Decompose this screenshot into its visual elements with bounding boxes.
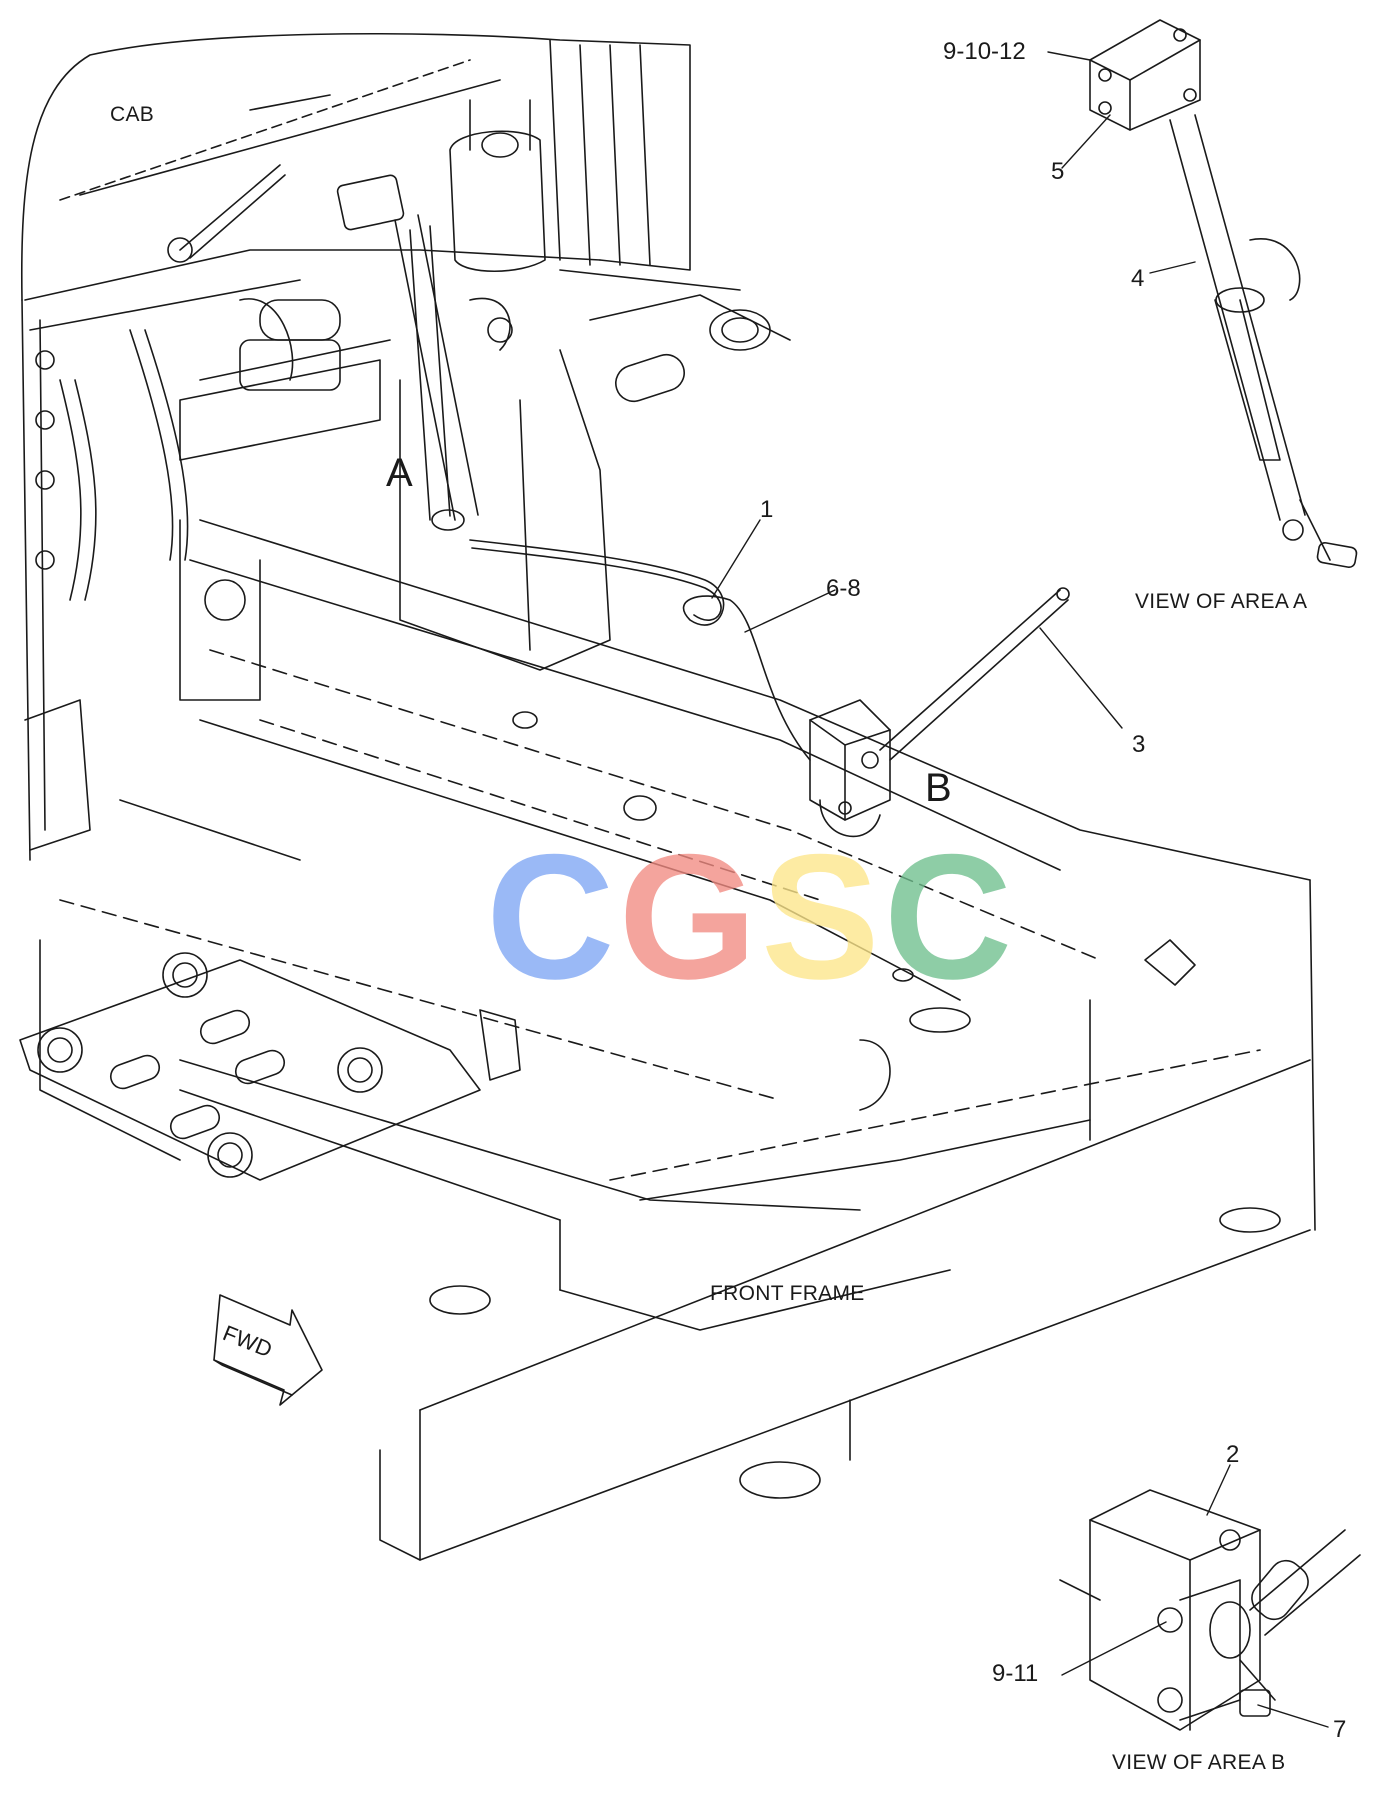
reservoir-tank [449, 99, 546, 272]
cylinder-area-a [336, 174, 513, 531]
leader-lines [711, 51, 1329, 1728]
watermark-letter-1: C [486, 817, 619, 1016]
callout-3: 3 [1132, 731, 1146, 758]
detail-view-a [1089, 19, 1358, 568]
fwd-arrow [213, 1294, 323, 1406]
callout-9-10-12: 9-10-12 [943, 38, 1026, 65]
wiper-arm [167, 94, 331, 263]
area-a-marker: A [386, 451, 413, 495]
callout-1: 1 [760, 496, 774, 523]
front-frame-label: FRONT FRAME [710, 1282, 865, 1305]
detail-view-b [1059, 1489, 1361, 1731]
hydraulic-hoses [59, 298, 391, 601]
view-area-b-caption: VIEW OF AREA B [1112, 1751, 1286, 1774]
switch-box-area-b [809, 699, 891, 838]
watermark-letter-4: C [883, 817, 1017, 1016]
bushings [512, 711, 1196, 986]
watermark-letter-2: G [618, 817, 762, 1016]
frame-ring [559, 269, 791, 403]
watermark-logo: CGSC [486, 828, 1016, 1006]
front-frame [39, 519, 1316, 1561]
watermark-letter-3: S [761, 817, 884, 1016]
callout-2: 2 [1226, 1441, 1240, 1468]
cab-outline [20, 32, 691, 331]
view-area-a-caption: VIEW OF AREA A [1135, 590, 1308, 613]
callout-4: 4 [1131, 265, 1145, 292]
support-plate [19, 952, 521, 1181]
lever [879, 587, 1070, 761]
cab-label: CAB [110, 103, 155, 126]
cab-left-pillar [21, 299, 91, 861]
callout-9-11: 9-11 [992, 1660, 1039, 1687]
callout-6-8: 6-8 [826, 575, 861, 602]
tower-bracket [399, 349, 611, 671]
area-b-marker: B [925, 766, 952, 810]
cable-assembly [469, 539, 811, 761]
callout-7: 7 [1333, 1716, 1347, 1743]
callout-5: 5 [1051, 158, 1065, 185]
hidden-lines [59, 649, 1261, 1181]
